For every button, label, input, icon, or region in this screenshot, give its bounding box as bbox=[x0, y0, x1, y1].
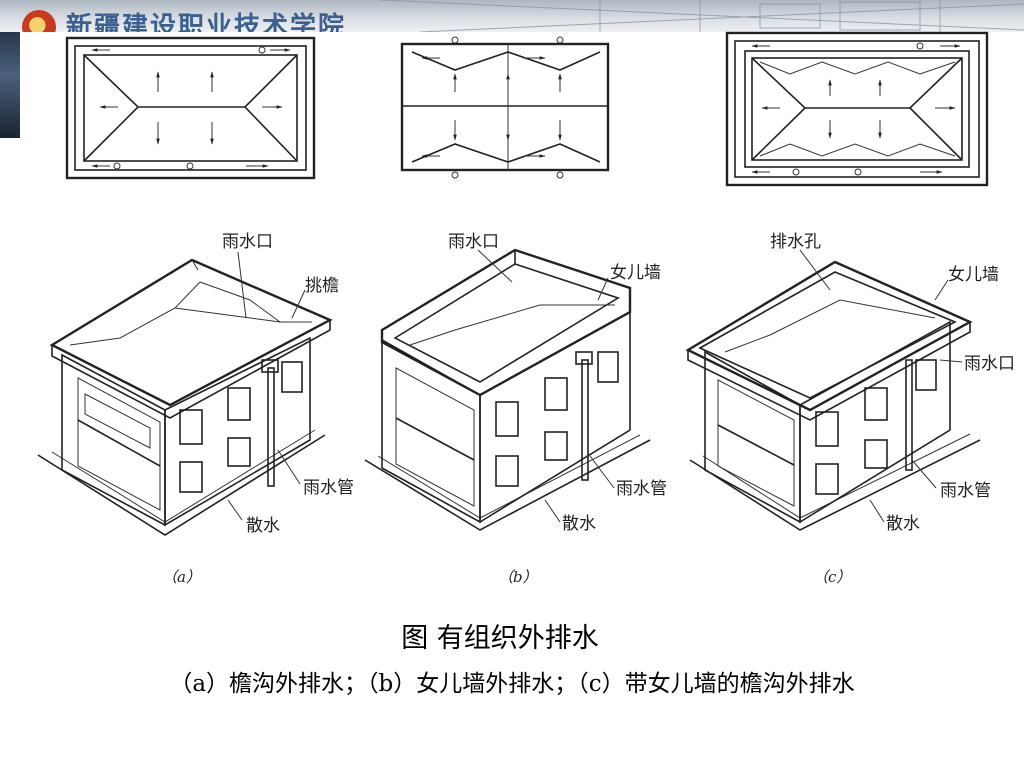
isometric-building-b: 雨水口 女儿墙 雨水管 散水 （b） bbox=[364, 232, 667, 586]
label-b-apron: 散水 bbox=[562, 514, 596, 534]
label-c-rain-outlet: 雨水口 bbox=[964, 354, 1015, 374]
label-a-apron: 散水 bbox=[246, 516, 280, 536]
label-b-rain-outlet: 雨水口 bbox=[448, 232, 499, 252]
figure-caption: （a）檐沟外排水；（b）女儿墙外排水；（c）带女儿墙的檐沟外排水 bbox=[169, 671, 855, 697]
college-logo bbox=[22, 10, 56, 32]
plan-c bbox=[725, 31, 989, 187]
label-a-rain-outlet: 雨水口 bbox=[222, 232, 273, 252]
isometric-building-c: 排水孔 女儿墙 雨水口 雨水管 散水 （c） bbox=[685, 232, 1015, 586]
isometric-building-a: 雨水口 挑檐 雨水管 散水 （a） bbox=[37, 232, 354, 586]
label-a-downpipe: 雨水管 bbox=[303, 478, 354, 498]
roof-drainage-figure: 雨水口 挑檐 雨水管 散水 （a） bbox=[37, 31, 1015, 586]
label-b-downpipe: 雨水管 bbox=[616, 479, 667, 499]
decorative-building-photo bbox=[0, 32, 20, 138]
label-c-downpipe: 雨水管 bbox=[940, 481, 991, 501]
header-title: 新疆建设职业技术学院 bbox=[66, 12, 347, 32]
header-blueprint-pattern bbox=[379, 0, 1024, 32]
plan-a bbox=[65, 36, 316, 180]
label-b-parapet: 女儿墙 bbox=[610, 263, 661, 283]
subfigure-label-c: （c） bbox=[813, 568, 851, 586]
header-banner: 新疆建设职业技术学院 bbox=[0, 0, 1024, 32]
label-c-drain-hole: 排水孔 bbox=[770, 232, 821, 252]
label-c-apron: 散水 bbox=[886, 514, 920, 534]
subfigure-label-b: （b） bbox=[498, 568, 538, 586]
subfigure-label-a: （a） bbox=[162, 568, 201, 586]
label-a-eave: 挑檐 bbox=[305, 276, 339, 296]
label-c-parapet: 女儿墙 bbox=[948, 265, 999, 285]
figure-title: 图 有组织外排水 bbox=[401, 623, 599, 654]
plan-b bbox=[400, 36, 610, 179]
